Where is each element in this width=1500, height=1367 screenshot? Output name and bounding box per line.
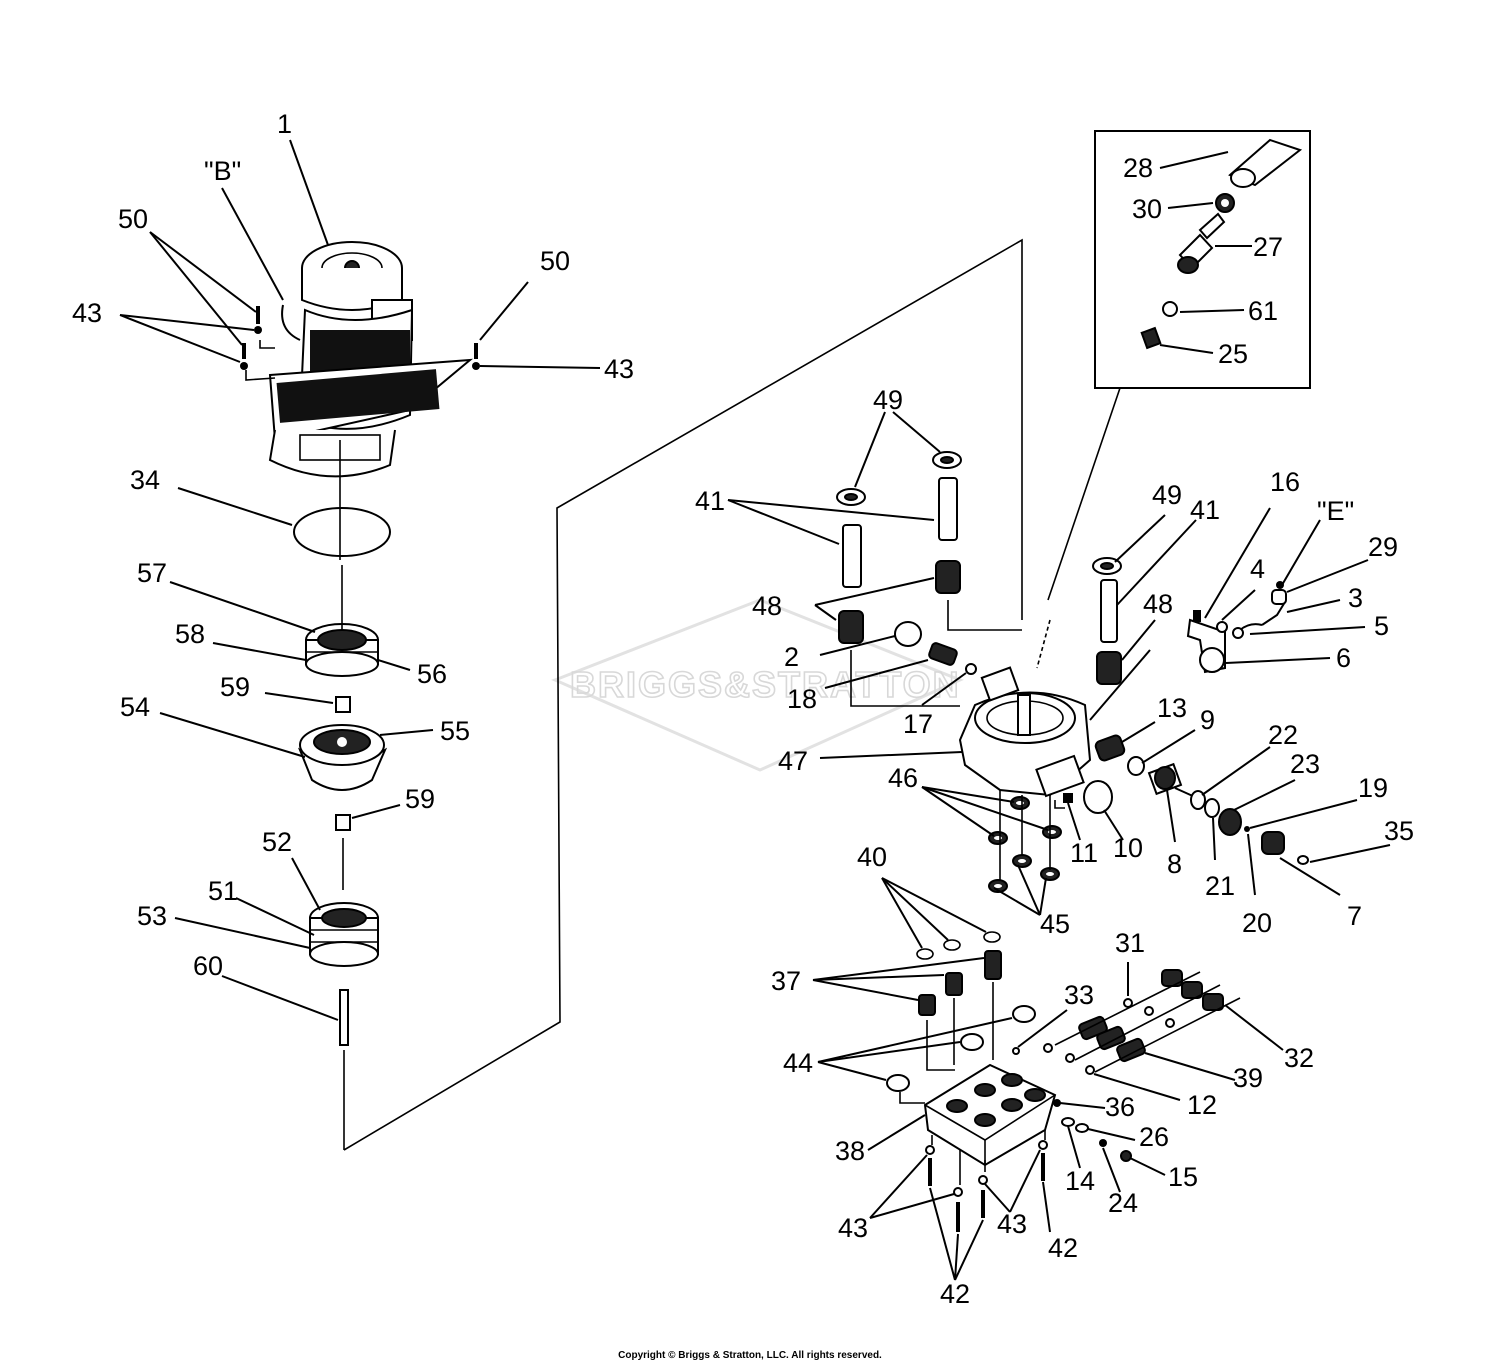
- label-35: 35: [1384, 816, 1414, 846]
- label-43-left: 43: [72, 298, 102, 328]
- label-6: 6: [1336, 643, 1351, 673]
- pin-59-lower: [335, 814, 351, 890]
- manifold-assembly: [886, 931, 1241, 1232]
- label-45: 45: [1040, 909, 1070, 939]
- label-16: 16: [1270, 467, 1300, 497]
- label-37: 37: [771, 966, 801, 996]
- label-50-right: 50: [540, 246, 570, 276]
- label-43-bottom-right: 43: [997, 1209, 1027, 1239]
- label-46: 46: [888, 763, 918, 793]
- assembly-frame-lines: [343, 238, 1023, 1151]
- bearing-57-58-56: [305, 565, 379, 677]
- part-labels: 1 "B" 50 43 50 43 34 57 58 56 59 54 55 5…: [72, 109, 1414, 1309]
- label-34: 34: [130, 465, 160, 495]
- label-18: 18: [787, 684, 817, 714]
- o-ring-34: [293, 507, 391, 557]
- label-10: 10: [1113, 833, 1143, 863]
- label-3: 3: [1348, 583, 1363, 613]
- label-31: 31: [1115, 928, 1145, 958]
- label-19: 19: [1358, 773, 1388, 803]
- label-59-upper: 59: [220, 672, 250, 702]
- label-55: 55: [440, 716, 470, 746]
- label-8: 8: [1167, 849, 1182, 879]
- label-59-lower: 59: [405, 784, 435, 814]
- label-25: 25: [1218, 339, 1248, 369]
- label-5: 5: [1374, 611, 1389, 641]
- label-48-right: 48: [1143, 589, 1173, 619]
- label-51: 51: [208, 876, 238, 906]
- label-29: 29: [1368, 532, 1398, 562]
- copyright-notice: Copyright © Briggs & Stratton, LLC. All …: [618, 1350, 882, 1361]
- label-53: 53: [137, 901, 167, 931]
- label-12: 12: [1187, 1090, 1217, 1120]
- pump-head-assembly: [836, 451, 1309, 893]
- label-24: 24: [1108, 1188, 1138, 1218]
- brand-watermark: BRIGGS&STRATTON: [551, 598, 964, 772]
- label-58: 58: [175, 619, 205, 649]
- label-9: 9: [1200, 705, 1215, 735]
- label-47: 47: [778, 746, 808, 776]
- label-42-right: 42: [1048, 1233, 1078, 1263]
- label-43-bottom-left: 43: [838, 1213, 868, 1243]
- label-26: 26: [1139, 1122, 1169, 1152]
- label-52: 52: [262, 827, 292, 857]
- label-E: "E": [1317, 496, 1354, 526]
- swash-plate-54-55: [297, 724, 388, 791]
- label-54: 54: [120, 692, 150, 722]
- pin-59-upper: [335, 696, 351, 713]
- label-61: 61: [1248, 296, 1278, 326]
- label-11: 11: [1070, 838, 1098, 868]
- label-13: 13: [1157, 693, 1187, 723]
- label-23: 23: [1290, 749, 1320, 779]
- watermark-text: BRIGGS&STRATTON: [570, 664, 961, 705]
- shaft-60: [339, 989, 349, 1150]
- label-B: "B": [204, 156, 241, 186]
- label-17: 17: [903, 709, 933, 739]
- label-49-left: 49: [873, 385, 903, 415]
- label-4: 4: [1250, 554, 1265, 584]
- label-42-bottom: 42: [940, 1279, 970, 1309]
- label-50-left: 50: [118, 204, 148, 234]
- label-32: 32: [1284, 1043, 1314, 1073]
- label-60: 60: [193, 951, 223, 981]
- label-22: 22: [1268, 720, 1298, 750]
- label-14: 14: [1065, 1166, 1095, 1196]
- motor-assembly: [240, 241, 480, 560]
- leader-lines: [119, 139, 1391, 1281]
- label-30: 30: [1132, 194, 1162, 224]
- label-57: 57: [137, 558, 167, 588]
- inset-box: [1047, 130, 1311, 601]
- label-56: 56: [417, 659, 447, 689]
- label-44: 44: [783, 1048, 813, 1078]
- label-43-right: 43: [604, 354, 634, 384]
- label-15: 15: [1168, 1162, 1198, 1192]
- label-49-right: 49: [1152, 480, 1182, 510]
- label-39: 39: [1233, 1063, 1263, 1093]
- label-36: 36: [1105, 1092, 1135, 1122]
- bearing-52-51-53: [309, 902, 379, 967]
- label-1: 1: [277, 109, 292, 139]
- label-28: 28: [1123, 153, 1153, 183]
- label-38: 38: [835, 1136, 865, 1166]
- label-20: 20: [1242, 908, 1272, 938]
- label-21: 21: [1205, 871, 1235, 901]
- label-27: 27: [1253, 232, 1283, 262]
- label-41-left: 41: [695, 486, 725, 516]
- label-33: 33: [1064, 980, 1094, 1010]
- label-41-right: 41: [1190, 495, 1220, 525]
- label-48-left: 48: [752, 591, 782, 621]
- label-40: 40: [857, 842, 887, 872]
- label-2: 2: [784, 642, 799, 672]
- label-7: 7: [1347, 901, 1362, 931]
